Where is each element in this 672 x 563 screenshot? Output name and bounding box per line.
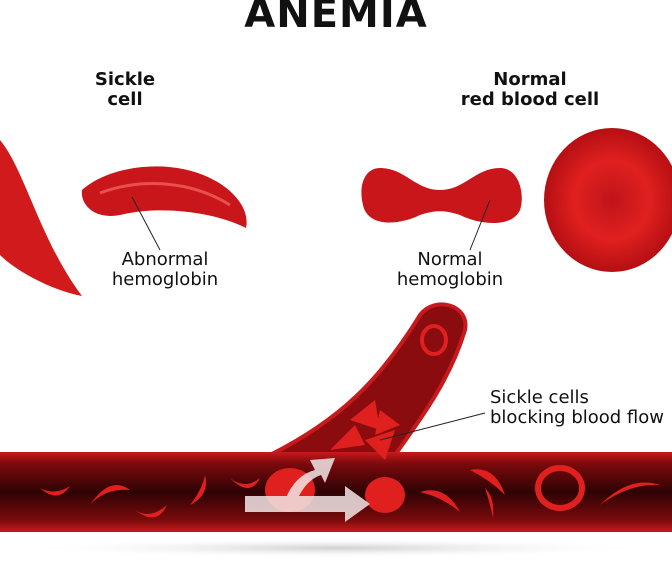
label-line: hemoglobin (396, 268, 504, 290)
heading-line: Normal (493, 69, 567, 90)
normal-hemoglobin-label: Normal hemoglobin (380, 250, 520, 290)
blocking-flow-label: Sickle cells blocking blood flow (490, 388, 664, 428)
label-line: Normal (417, 249, 483, 270)
normal-pointer-line (469, 199, 491, 251)
blood-vessel-branch (269, 302, 468, 457)
heading-line: red blood cell (460, 88, 600, 110)
normal-cell-heading: Normal red blood cell (440, 70, 620, 110)
page-title: ANEMIA (244, 0, 428, 37)
label-line: Abnormal (121, 249, 209, 270)
flow-arrows (245, 458, 370, 522)
hemoglobin-strands (99, 182, 231, 207)
blood-vessel (0, 452, 672, 532)
abnormal-hemoglobin-label: Abnormal hemoglobin (95, 250, 235, 290)
sickle-cell-crescent (0, 140, 82, 296)
label-line: hemoglobin (111, 268, 219, 290)
label-line: Sickle cells (490, 387, 589, 408)
heading-line: Sickle (94, 69, 156, 90)
normal-red-blood-cell (544, 128, 672, 272)
sickle-cell-heading: Sickle cell (65, 70, 185, 110)
cell-in-branch (420, 324, 448, 356)
label-line: blocking blood flow (490, 406, 664, 428)
sickle-cell-elongated (81, 166, 247, 228)
normal-cell-side-view (361, 168, 522, 224)
abnormal-pointer-line (131, 196, 161, 251)
ground-shadow (16, 538, 656, 558)
heading-line: cell (107, 88, 143, 110)
blocking-pointer-line (379, 412, 486, 441)
